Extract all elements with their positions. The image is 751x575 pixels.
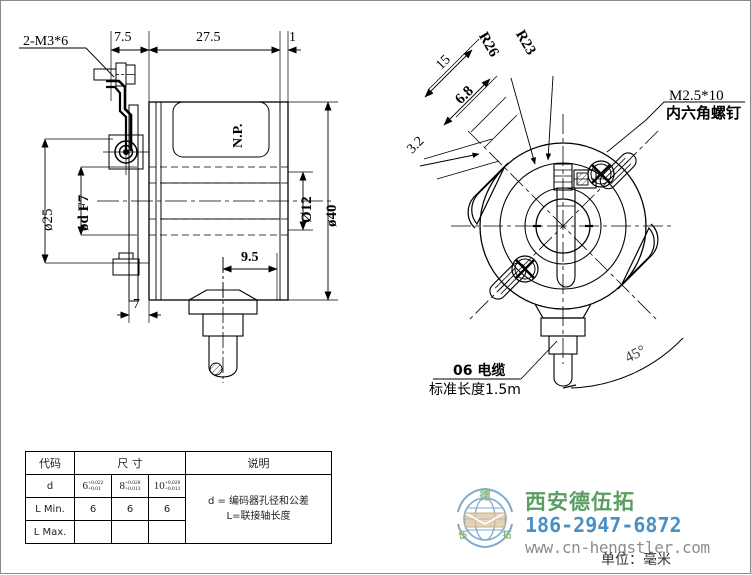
dim-label-1: 1 xyxy=(289,30,296,45)
phillips-screw-lower-left xyxy=(511,255,539,283)
table-row-l-max: L Max. xyxy=(25,520,332,544)
value-d-8-base: 8 xyxy=(119,480,126,492)
company-website[interactable]: www.cn-hengstler.com xyxy=(525,538,710,557)
label-2-m3-6: 2-M3*6 xyxy=(23,34,69,49)
dim-label-9-5: 9.5 xyxy=(241,250,259,265)
label-cable-standard-length: 标准长度1.5m xyxy=(429,382,521,398)
company-name: 西安德伍拓 xyxy=(525,490,635,514)
label-hex-socket-screw: 内六角螺钉 xyxy=(666,104,742,122)
cell-lmax-c xyxy=(148,520,186,544)
header-code: 代码 xyxy=(25,451,75,475)
value-d-8-upper: +0.028 xyxy=(125,479,141,486)
dim-label-dia-40: ø40 xyxy=(324,204,340,228)
unit-note: 单位：毫米 xyxy=(601,552,671,568)
value-d-6-upper: +0.022 xyxy=(88,479,104,486)
label-m2p5-10: M2.5*10 xyxy=(669,88,724,104)
nameplate-outline xyxy=(172,101,270,158)
cable-callout-leader xyxy=(433,340,558,380)
value-d-10-lower: +0.013 xyxy=(164,486,181,492)
cell-d-6: 6+0.022+0.01 xyxy=(74,474,112,498)
table-row-d: d 6+0.022+0.01 8+0.028+0.013 10+0.028+0.… xyxy=(25,474,332,544)
value-d-10-upper: +0.028 xyxy=(164,479,181,486)
m3-screw-glyph xyxy=(93,62,136,87)
label-nameplate: N.P. xyxy=(231,123,246,148)
value-d-8-lower: +0.013 xyxy=(125,486,141,492)
cable-gland-front xyxy=(540,317,586,387)
cell-d-10: 10+0.028+0.013 xyxy=(148,474,186,498)
value-d-6-lower: +0.01 xyxy=(88,486,101,492)
label-cable-06: 06 电缆 xyxy=(453,363,506,379)
mounting-lug-group xyxy=(467,152,659,319)
cell-code-l-max: L Max. xyxy=(25,520,75,544)
dim-label-27-5: 27.5 xyxy=(196,30,221,45)
svg-text:伍: 伍 xyxy=(457,529,467,541)
cell-lmax-a xyxy=(74,520,112,544)
cell-description: d = 编码器孔径和公差 L=联接轴长度 xyxy=(185,474,332,544)
dim-label-dia-d-f7: ød F7 xyxy=(76,194,92,231)
phillips-screw-upper-right xyxy=(587,160,615,188)
cell-code-l-min: L Min. xyxy=(25,497,75,521)
dim-label-7: 7 xyxy=(133,297,140,312)
dim-label-dia-25: ø25 xyxy=(40,208,56,232)
front-view-diagonal-dimensions xyxy=(419,38,518,180)
cell-d-8: 8+0.028+0.013 xyxy=(111,474,149,498)
table-header-row: 代码 尺 寸 说明 xyxy=(25,451,332,475)
cell-code-d: d xyxy=(25,474,75,498)
front-view-geometry xyxy=(451,75,684,389)
header-description: 说明 xyxy=(185,451,332,475)
cable-gland-side xyxy=(188,257,258,383)
branding-block: 德 伍 拓 西安德伍拓 186-2947-6872 www.cn-hengstl… xyxy=(453,484,743,566)
angle-45-marks xyxy=(562,384,577,389)
specification-table: 代码 尺 寸 说明 d 6+0.022+0.01 8+0.028+0.013 1… xyxy=(25,451,332,544)
cell-lmin-6b: 6 xyxy=(111,497,149,521)
header-dimension: 尺 寸 xyxy=(74,451,186,475)
dim-label-7-5: 7.5 xyxy=(114,30,132,45)
clamp-eyelet xyxy=(103,129,149,175)
value-d-10-base: 10 xyxy=(153,480,165,492)
cell-lmin-6c: 6 xyxy=(148,497,186,521)
company-phone: 186-2947-6872 xyxy=(525,513,682,537)
lower-clamp xyxy=(112,252,140,276)
hex-screw-callout-leader xyxy=(606,101,745,153)
svg-text:德: 德 xyxy=(479,488,491,502)
description-line-2: L=联接轴长度 xyxy=(226,511,291,522)
cell-lmax-b xyxy=(111,520,149,544)
company-logo: 德 伍 拓 xyxy=(453,486,517,550)
description-line-1: d = 编码器孔径和公差 xyxy=(207,496,310,507)
cell-lmin-6a: 6 xyxy=(74,497,112,521)
dim-label-dia-12: Ø12 xyxy=(299,196,315,223)
side-view-geometry xyxy=(19,31,338,383)
value-d-6-base: 6 xyxy=(82,480,89,492)
svg-text:拓: 拓 xyxy=(502,529,511,541)
